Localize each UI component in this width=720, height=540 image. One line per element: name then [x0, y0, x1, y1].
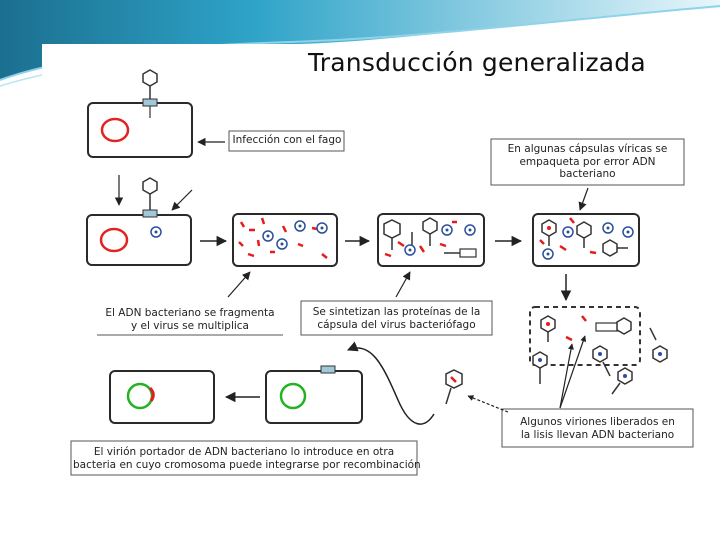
packaging-label-line-2: empaqueta por error ADN: [519, 155, 656, 168]
synthesis-label-box: [300, 300, 493, 336]
transducing-phage: [445, 369, 463, 405]
released-virions: [532, 327, 668, 395]
infection-label: Infección con el fago: [232, 134, 342, 147]
fragment-label-line-2: y el virus se multiplica: [131, 319, 249, 332]
arrow-released-label-3: [559, 335, 587, 409]
cell-step-2: [86, 214, 192, 266]
arrow-released-label-2: [559, 343, 574, 409]
cell-step-1: [87, 102, 193, 158]
phage-attaching: [142, 69, 158, 118]
final-label-box: [70, 440, 418, 476]
packaging-label: En algunas cápsulas víricas se empaqueta…: [493, 143, 682, 181]
arrow-synthesis-label: [395, 271, 411, 298]
arrow-released-label: [467, 395, 509, 413]
fragment-label: El ADN bacteriano se fragmenta y el viru…: [98, 307, 282, 332]
arrow-attach: [171, 189, 193, 211]
lysed-cell: [529, 306, 641, 366]
released-label: Algunos viriones liberados en la lisis l…: [504, 416, 691, 441]
released-label-box: [501, 408, 694, 448]
arrow-phage-to-new-cell: [347, 341, 435, 425]
cell-step-4-synthesis: [377, 213, 485, 267]
packaging-label-box: [490, 138, 685, 186]
final-label-line-2: bacteria en cuyo cromosoma puede integra…: [73, 458, 421, 471]
infection-label-text: Infección con el fago: [232, 134, 342, 146]
recipient-cell: [265, 365, 363, 424]
synthesis-label: Se sintetizan las proteínas de la cápsul…: [303, 306, 490, 331]
arrow-fragment-label: [227, 271, 251, 298]
infection-label-box: [228, 130, 345, 152]
recombinant-cell: [109, 370, 215, 424]
packaging-label-line-3: bacteriano: [559, 168, 616, 180]
synthesis-label-line-2: cápsula del virus bacteriófago: [317, 318, 476, 331]
released-label-line-1: Algunos viriones liberados en: [520, 416, 675, 428]
released-label-line-2: la lisis llevan ADN bacteriano: [520, 428, 675, 441]
synthesis-label-line-1: Se sintetizan las proteínas de la: [312, 306, 481, 318]
arrow-packaging-label: [578, 187, 589, 211]
empty-phage-ghost: [142, 177, 158, 218]
final-label-line-1: El virión portador de ADN bacteriano lo …: [93, 446, 395, 458]
cell-step-3-fragmented: [232, 213, 338, 267]
page-title: Transducción generalizada: [308, 48, 646, 77]
packaging-label-line-1: En algunas cápsulas víricas se: [507, 143, 668, 155]
cell-step-5-packaging: [532, 213, 640, 267]
fragment-label-line-1: El ADN bacteriano se fragmenta: [105, 307, 275, 319]
final-label: El virión portador de ADN bacteriano lo …: [73, 446, 421, 471]
